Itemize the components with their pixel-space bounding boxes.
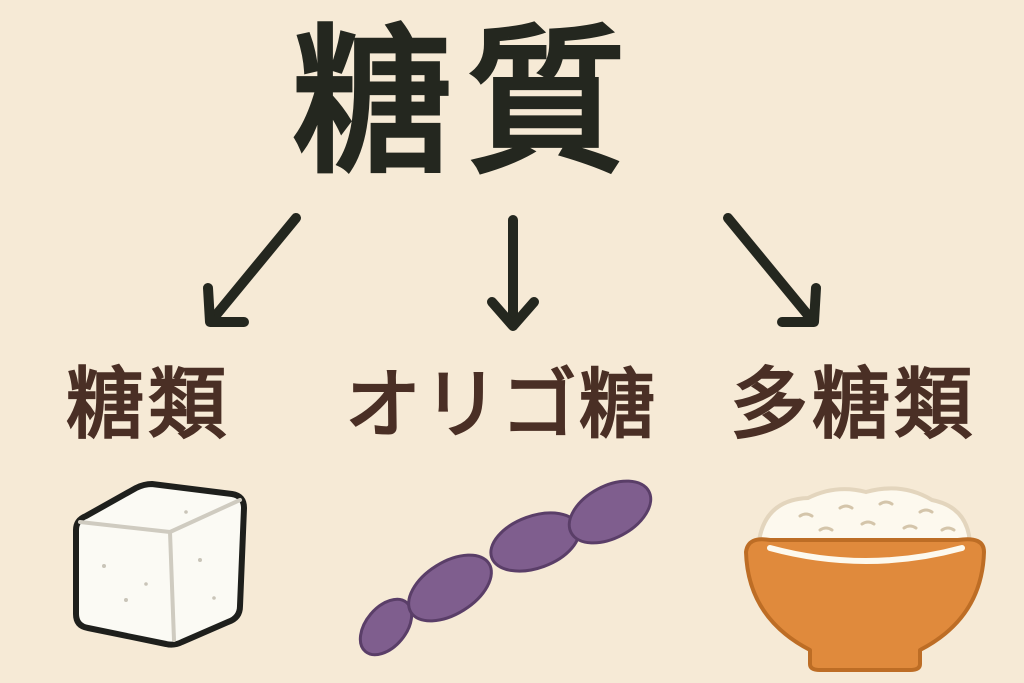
label-oligosaccharides: オリゴ糖	[345, 360, 657, 449]
sugar-cube-icon	[73, 481, 247, 648]
diagram-title: 糖質	[292, 9, 641, 196]
rice-bowl-icon	[744, 486, 986, 672]
arrow-to-oligo	[487, 215, 539, 331]
label-polysaccharides: 多糖類	[730, 360, 977, 450]
label-sugars: 糖類	[66, 360, 231, 450]
arrow-to-sugars	[203, 213, 301, 327]
arrow-to-poly	[723, 213, 821, 327]
linked-chain-icon	[358, 479, 653, 657]
